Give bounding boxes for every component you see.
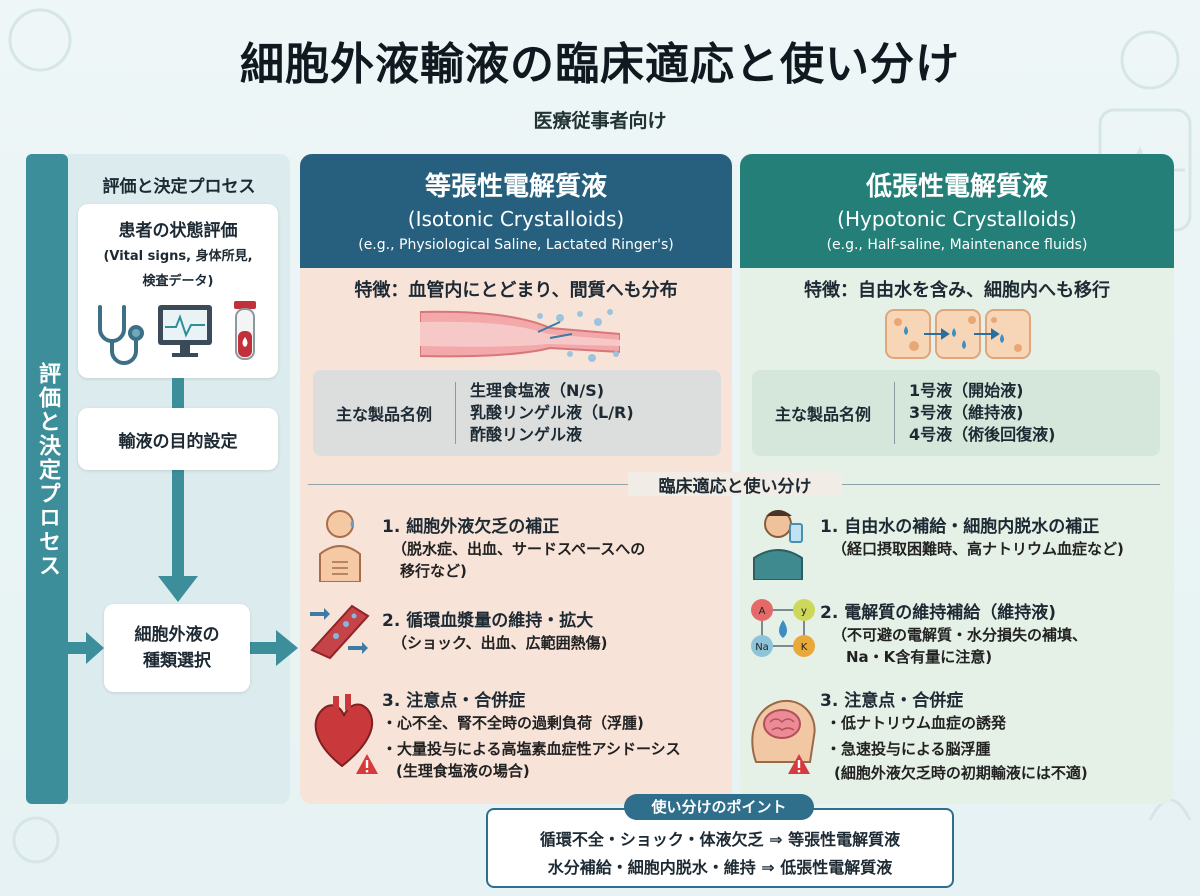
- electrolyte-icon: A y Na K: [751, 599, 815, 657]
- isotonic-item-3-title: 3. 注意点・合併症: [382, 691, 526, 711]
- electrolyte-label-a: A: [759, 606, 766, 617]
- fluid-selection-line2: 種類選択: [143, 651, 211, 671]
- key-point-2: 水分補給・細胞内脱水・維持 ⇒ 低張性電解質液: [547, 858, 893, 877]
- isotonic-products: 主な製品名例 生理食塩液（N/S) 乳酸リンゲル液（L/R) 酢酸リンゲル液: [313, 370, 721, 456]
- hypotonic-item-1-title: 1. 自由水の補給・細胞内脱水の補正: [820, 517, 1100, 537]
- process-vertical-label: 評価と決定プロセス: [35, 362, 60, 578]
- isotonic-item-2-desc-1: （ショック、出血、広範囲熱傷): [392, 634, 608, 652]
- drinking-person-icon: [753, 510, 803, 580]
- blood-vessel-flow-icon: [310, 604, 370, 660]
- fluid-selection-card: 細胞外液の 種類選択: [104, 604, 250, 692]
- isotonic-examples: (e.g., Physiological Saline, Lactated Ri…: [358, 237, 674, 253]
- process-heading: 評価と決定プロセス: [102, 177, 256, 197]
- isotonic-product-3: 酢酸リンゲル液: [470, 425, 583, 444]
- isotonic-item-1-desc-2: 移行など): [400, 562, 467, 580]
- fluid-selection-line1: 細胞外液の: [134, 625, 220, 645]
- isotonic-item-2-title: 2. 循環血漿量の維持・拡大: [382, 611, 594, 631]
- hypotonic-item-1-desc-1: （経口摂取困難時、高ナトリウム血症など): [832, 540, 1124, 558]
- divider-label: 臨床適応と使い分け: [628, 472, 842, 497]
- isotonic-item-3-desc-3: (生理食塩液の場合): [396, 762, 530, 780]
- hypotonic-product-2: 3号液（維持液): [909, 403, 1024, 422]
- hypotonic-item-3-desc-3: (細胞外液欠乏時の初期輸液には不適): [834, 764, 1088, 782]
- isotonic-title-en: (Isotonic Crystalloids): [407, 207, 625, 231]
- hypotonic-product-1: 1号液（開始液): [909, 381, 1024, 400]
- hypotonic-examples: (e.g., Half-saline, Maintenance fluids): [826, 237, 1088, 253]
- isotonic-item-3-desc-1: ・心不全、腎不全時の過剰負荷（浮腫): [382, 714, 644, 732]
- hypotonic-feature: 特徴：自由水を含み、細胞内へも移行: [804, 280, 1110, 301]
- vessel-illustration: [420, 309, 620, 362]
- key-point-1: 循環不全・ショック・体液欠乏 ⇒ 等張性電解質液: [539, 830, 901, 849]
- isotonic-product-1: 生理食塩液（N/S): [470, 381, 605, 400]
- products-separator: [894, 382, 895, 444]
- heart-warning-icon: [314, 694, 378, 774]
- hypotonic-products-label: 主な製品名例: [774, 405, 871, 424]
- cell-illustration: [885, 309, 1031, 359]
- hypotonic-title: 低張性電解質液: [865, 172, 1048, 202]
- process-flow-lines: [68, 378, 298, 666]
- page-subtitle: 医療従事者向け: [533, 110, 667, 132]
- sweating-patient-icon: [319, 510, 361, 582]
- hypotonic-title-en: (Hypotonic Crystalloids): [837, 207, 1077, 231]
- isotonic-item-3-desc-2: ・大量投与による高塩素血症性アシドーシス: [382, 740, 681, 758]
- assessment-desc-1: (Vital signs, 身体所見,: [103, 249, 253, 264]
- electrolyte-label-na: Na: [755, 642, 769, 653]
- hypotonic-item-2-desc-1: （不可避の電解質・水分損失の補填、: [832, 626, 1088, 644]
- products-separator: [455, 382, 456, 444]
- purpose-setting-card: 輸液の目的設定: [78, 408, 278, 470]
- blood-tube-icon: [234, 301, 256, 360]
- electrolyte-label-y: y: [801, 606, 807, 617]
- isotonic-header: 等張性電解質液 (Isotonic Crystalloids) (e.g., P…: [300, 154, 732, 268]
- isotonic-title: 等張性電解質液: [424, 172, 607, 202]
- hypotonic-item-3-title: 3. 注意点・合併症: [820, 691, 964, 711]
- hypotonic-item-2-desc-2: Na・K含有量に注意): [846, 648, 993, 666]
- brain-warning-icon: [751, 699, 816, 774]
- isotonic-item-1-title: 1. 細胞外液欠乏の補正: [382, 517, 560, 537]
- monitor-icon: [158, 305, 212, 357]
- assessment-title: 患者の状態評価: [118, 221, 238, 241]
- isotonic-item-1-desc-1: （脱水症、出血、サードスペースへの: [392, 540, 646, 558]
- key-points-box: 循環不全・ショック・体液欠乏 ⇒ 等張性電解質液 水分補給・細胞内脱水・維持 ⇒…: [486, 808, 954, 888]
- process-bar: [26, 154, 68, 804]
- page-title: 細胞外液輸液の臨床適応と使い分け: [240, 39, 960, 90]
- hypotonic-product-3: 4号液（術後回復液): [909, 425, 1056, 444]
- electrolyte-label-k: K: [801, 642, 808, 653]
- hypotonic-item-3-desc-1: ・低ナトリウム血症の誘発: [826, 714, 1007, 732]
- stethoscope-icon: [98, 305, 144, 365]
- isotonic-products-label: 主な製品名例: [335, 405, 432, 424]
- hypotonic-header: 低張性電解質液 (Hypotonic Crystalloids) (e.g., …: [740, 154, 1174, 268]
- isotonic-feature: 特徴：血管内にとどまり、間質へも分布: [354, 280, 678, 301]
- hypotonic-item-2-title: 2. 電解質の維持補給（維持液): [820, 603, 1056, 623]
- hypotonic-item-3-desc-2: ・急速投与による脳浮腫: [826, 740, 991, 758]
- assessment-icons: [98, 301, 256, 365]
- patient-assessment-card: 患者の状態評価 (Vital signs, 身体所見, 検査データ): [78, 204, 278, 378]
- isotonic-product-2: 乳酸リンゲル液（L/R): [470, 403, 634, 422]
- assessment-desc-2: 検査データ): [142, 274, 214, 289]
- hypotonic-products: 主な製品名例 1号液（開始液) 3号液（維持液) 4号液（術後回復液): [752, 370, 1160, 456]
- key-points-label: 使い分けのポイント: [624, 794, 814, 820]
